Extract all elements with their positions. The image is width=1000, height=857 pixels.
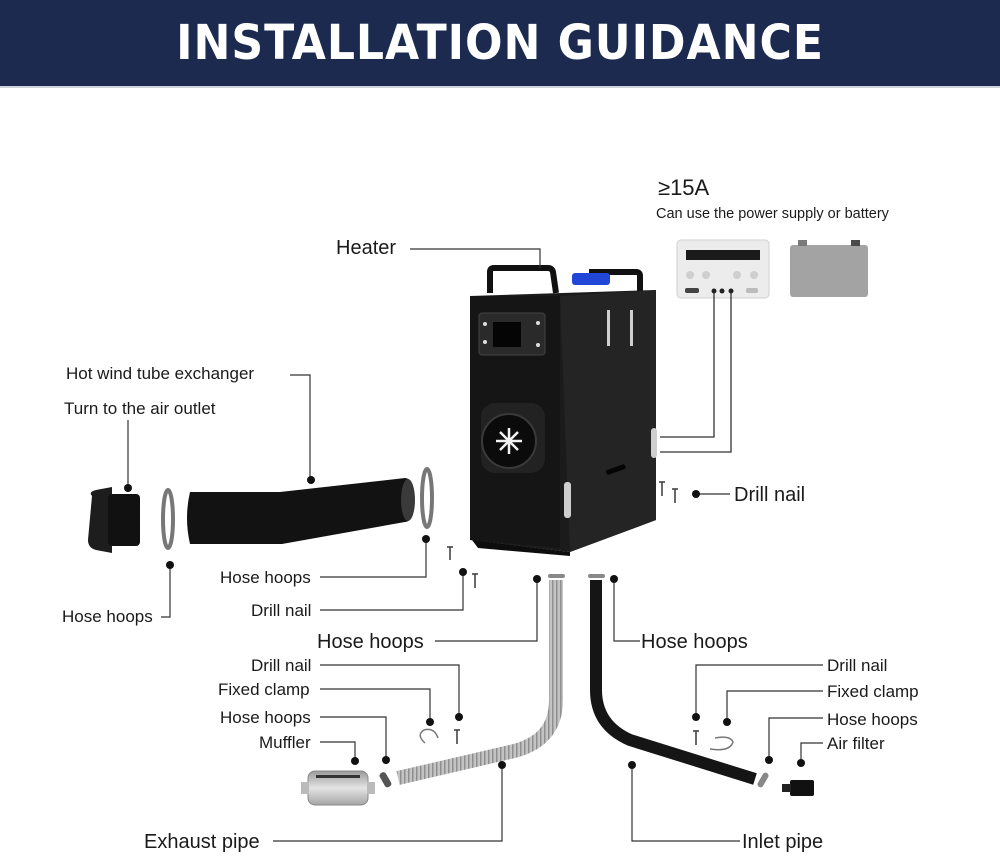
power-note: Can use the power supply or battery — [656, 206, 889, 222]
fuel-cap-icon — [572, 273, 610, 285]
air-outlet-icon — [88, 487, 140, 553]
label-muffler: Muffler — [259, 733, 311, 752]
label-exhaust-pipe: Exhaust pipe — [144, 831, 260, 853]
label-drill-nail-tube: Drill nail — [251, 601, 312, 620]
label-inlet-drill-nail: Drill nail — [827, 656, 888, 675]
hose-hoop-icon — [757, 772, 769, 788]
leader-lines — [127, 248, 823, 842]
label-hose-hoops-tube-end: Hose hoops — [220, 568, 311, 587]
label-hose-hoops-inlet-top: Hose hoops — [641, 631, 748, 653]
hot-wind-tube-icon — [187, 478, 414, 544]
label-exhaust-hose-hoops: Hose hoops — [220, 708, 311, 727]
label-air-filter: Air filter — [827, 734, 885, 753]
fixed-clamp-icon — [419, 728, 439, 744]
label-exhaust-drill-nail: Drill nail — [251, 656, 312, 675]
label-inlet-fixed-clamp: Fixed clamp — [827, 682, 919, 701]
header-divider — [0, 86, 1000, 88]
battery-icon — [790, 240, 868, 297]
label-inlet-pipe: Inlet pipe — [742, 831, 824, 853]
inlet-pipe-icon — [590, 580, 757, 785]
label-hot-wind-tube: Hot wind tube exchanger — [66, 364, 255, 383]
label-heater: Heater — [336, 237, 397, 259]
power-wire — [660, 293, 732, 453]
label-air-outlet: Turn to the air outlet — [64, 399, 216, 418]
label-drill-nail-heater: Drill nail — [734, 484, 806, 506]
label-inlet-hose-hoops: Hose hoops — [827, 710, 918, 729]
power-wire — [660, 293, 715, 438]
drill-nail-icon — [447, 481, 699, 745]
fixed-clamp-icon — [709, 736, 734, 751]
hose-hoop-icon — [161, 488, 175, 550]
muffler-icon — [301, 770, 375, 806]
header-banner: INSTALLATION GUIDANCE — [0, 0, 1000, 86]
hose-hoop-icon — [588, 574, 605, 578]
power-supply-icon — [676, 239, 770, 299]
page-title: INSTALLATION GUIDANCE — [176, 15, 824, 71]
label-hose-hoops-exhaust-top: Hose hoops — [317, 631, 424, 653]
callout-dots — [124, 476, 805, 769]
hose-hoop-icon — [379, 772, 392, 788]
label-hose-hoops-outlet: Hose hoops — [62, 607, 153, 626]
hose-hoop-icon — [420, 467, 434, 529]
label-exhaust-fixed-clamp: Fixed clamp — [218, 680, 310, 699]
air-filter-icon — [782, 780, 814, 796]
heater-unit — [470, 265, 657, 556]
hose-hoop-icon — [548, 574, 565, 578]
power-requirement: ≥15A — [658, 175, 710, 200]
exhaust-pipe-icon — [396, 580, 563, 785]
